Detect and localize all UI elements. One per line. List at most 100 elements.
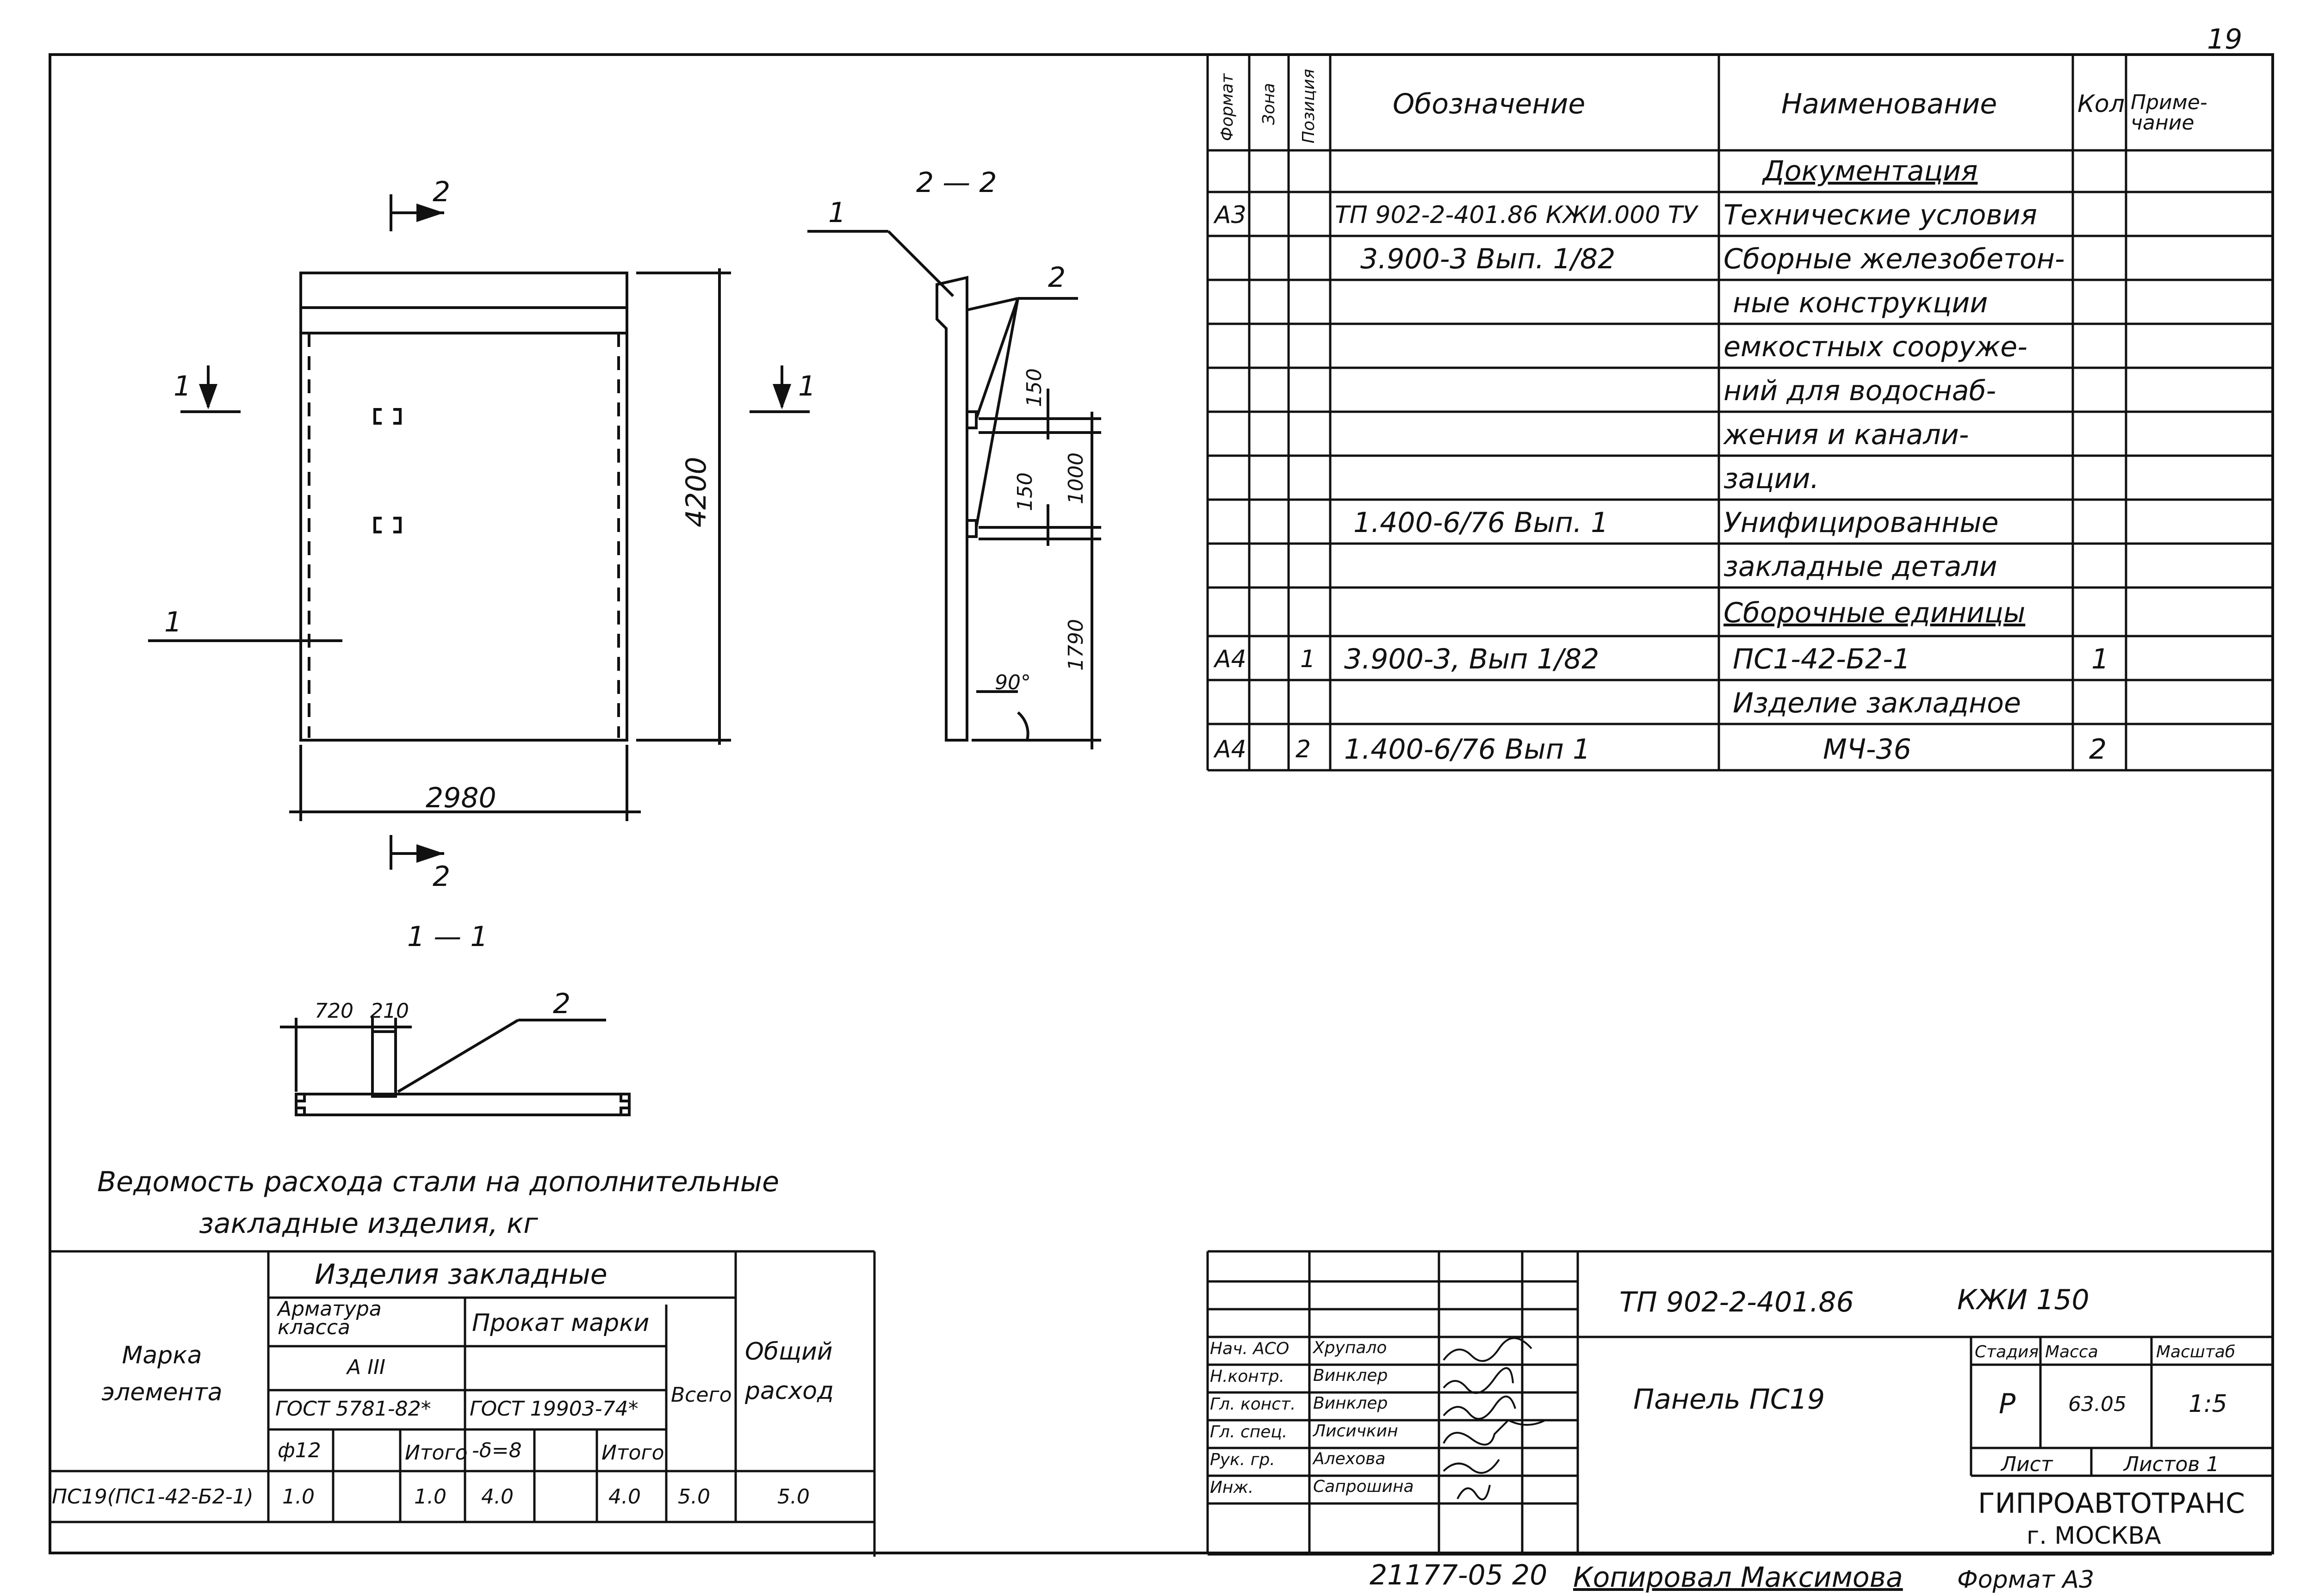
- leader-2-section: 2: [1048, 261, 1066, 294]
- spec-designation: 3.900-3 Вып. 1/82: [1360, 243, 1616, 275]
- person-name: Лисичкин: [1313, 1422, 1398, 1441]
- dim-angle: 90°: [995, 671, 1031, 694]
- footer-format: Формат А3: [1957, 1566, 2095, 1594]
- spec-designation: ТП 902-2-401.86 КЖИ.000 ТУ: [1335, 201, 1698, 229]
- steel-gost-2: ГОСТ 19903-74*: [470, 1397, 639, 1421]
- spec-name: Документация: [1763, 155, 1978, 187]
- title-sheet-code: КЖИ 150: [1957, 1284, 2089, 1316]
- leader-1-section: 1: [828, 197, 846, 229]
- title-mass-label: Масса: [2045, 1342, 2098, 1361]
- spec-name: Технические условия: [1723, 199, 2037, 231]
- steel-gost-1: ГОСТ 5781-82*: [275, 1397, 431, 1421]
- spec-qty: 1: [2091, 643, 2109, 675]
- steel-items-label: Изделия закладные: [315, 1258, 608, 1291]
- person-name: Сапрошина: [1313, 1477, 1414, 1496]
- spec-qty: 2: [2089, 733, 2107, 766]
- spec-designation: 1.400-6/76 Вып. 1: [1353, 507, 1609, 539]
- spec-name: зации.: [1723, 463, 1819, 495]
- steel-total-label: Всего: [671, 1383, 732, 1407]
- spec-header-note: Приме-чание: [2131, 91, 2207, 135]
- steel-row-itogo-2: 4.0: [608, 1485, 641, 1509]
- steel-sub-itogo-1: Итого: [405, 1441, 468, 1465]
- spec-format: А3: [1215, 201, 1246, 229]
- title-stage-label: Стадия: [1975, 1342, 2039, 1361]
- title-mass: 63.05: [2068, 1392, 2126, 1416]
- steel-sub-itogo-2: Итого: [601, 1441, 664, 1465]
- section-mark-1-left: 1: [174, 370, 192, 402]
- footer-copied: Копировал Максимова: [1573, 1561, 1903, 1594]
- spec-name: Унифицированные: [1723, 507, 1999, 539]
- spec-header-designation: Обозначение: [1393, 88, 1586, 120]
- footer-inventory: 21177-05 20: [1370, 1559, 1548, 1591]
- person-role: Инж.: [1210, 1478, 1254, 1497]
- steel-row-total: 5.0: [678, 1485, 710, 1509]
- section-mark-1-right: 1: [798, 370, 816, 402]
- spec-format: А4: [1215, 736, 1246, 763]
- title-scale: 1:5: [2188, 1390, 2227, 1418]
- person-role: Гл. спец.: [1210, 1423, 1288, 1441]
- section-mark-2-bottom: 2: [433, 860, 451, 893]
- person-role: Нач. АСО: [1210, 1339, 1289, 1358]
- dim-210: 210: [370, 999, 409, 1023]
- steel-row-mark: ПС19(ПС1-42-Б2-1): [52, 1485, 254, 1509]
- steel-row-t8: 4.0: [481, 1485, 514, 1509]
- steel-sub-t8: -δ=8: [472, 1439, 522, 1462]
- steel-table-title-2: закладные изделия, кг: [199, 1207, 538, 1240]
- person-role: Рук. гр.: [1210, 1450, 1275, 1469]
- steel-mark-label: Марка элемента: [101, 1342, 223, 1406]
- steel-rebar-label: Арматура класса: [278, 1297, 382, 1339]
- spec-header-name: Наименование: [1781, 88, 1997, 120]
- spec-name: ний для водоснаб-: [1723, 375, 1996, 407]
- person-role: Гл. конст.: [1210, 1395, 1296, 1414]
- title-item-name: Панель ПС19: [1633, 1383, 1825, 1416]
- person-role: Н.контр.: [1210, 1367, 1285, 1386]
- steel-overall-label: Общий расход: [745, 1338, 834, 1405]
- spec-name: жения и канали-: [1723, 419, 1969, 451]
- spec-position: 1: [1300, 645, 1316, 673]
- person-name: Алехова: [1313, 1449, 1386, 1468]
- person-name: Хрупало: [1313, 1338, 1387, 1357]
- dim-width: 2980: [426, 782, 496, 814]
- steel-row-d12: 1.0: [282, 1485, 315, 1509]
- steel-rolled-label: Прокат марки: [472, 1309, 650, 1337]
- steel-row-overall: 5.0: [777, 1485, 810, 1509]
- spec-format: А4: [1215, 645, 1246, 673]
- title-code: ТП 902-2-401.86: [1619, 1286, 1854, 1318]
- dim-720: 720: [315, 999, 353, 1023]
- title-sheets-label: Листов 1: [2124, 1453, 2219, 1476]
- steel-row-itogo-1: 1.0: [414, 1485, 446, 1509]
- steel-table-title-1: Ведомость расхода стали на дополнительны…: [97, 1166, 779, 1198]
- person-name: Винклер: [1313, 1366, 1388, 1385]
- spec-designation: 3.900-3, Вып 1/82: [1344, 643, 1599, 675]
- spec-name: Сборные железобетон-: [1723, 243, 2065, 275]
- spec-name: закладные детали: [1723, 551, 1997, 583]
- steel-rebar-class: А III: [347, 1355, 386, 1379]
- spec-name: Сборочные единицы: [1723, 597, 2026, 629]
- spec-name: ные конструкции: [1733, 287, 1988, 319]
- title-org: ГИПРОАВТОТРАНС: [1978, 1487, 2245, 1520]
- leader-2-plan: 2: [553, 988, 571, 1020]
- section-title-1-1: 1 — 1: [407, 921, 488, 953]
- steel-sub-d12: ф12: [278, 1439, 321, 1462]
- title-stage: Р: [1999, 1388, 2016, 1420]
- spec-name: МЧ-36: [1823, 733, 1911, 766]
- spec-name: ПС1-42-Б2-1: [1733, 643, 1910, 675]
- spec-name: емкостных сооруже-: [1723, 331, 2027, 363]
- spec-header-qty: Кол: [2077, 90, 2125, 118]
- section-title-2-2: 2 — 2: [916, 167, 997, 199]
- title-sheet-label: Лист: [2001, 1453, 2053, 1476]
- spec-name: Изделие закладное: [1733, 687, 2021, 719]
- title-city: г. МОСКВА: [2027, 1522, 2161, 1550]
- spec-designation: 1.400-6/76 Вып 1: [1344, 733, 1591, 766]
- leader-1-front: 1: [164, 606, 182, 638]
- title-scale-label: Масштаб: [2156, 1342, 2236, 1361]
- sheet-number: 19: [2207, 23, 2243, 56]
- person-name: Винклер: [1313, 1394, 1388, 1413]
- drawing-frame: [49, 53, 2274, 1554]
- section-mark-2-top: 2: [433, 176, 451, 208]
